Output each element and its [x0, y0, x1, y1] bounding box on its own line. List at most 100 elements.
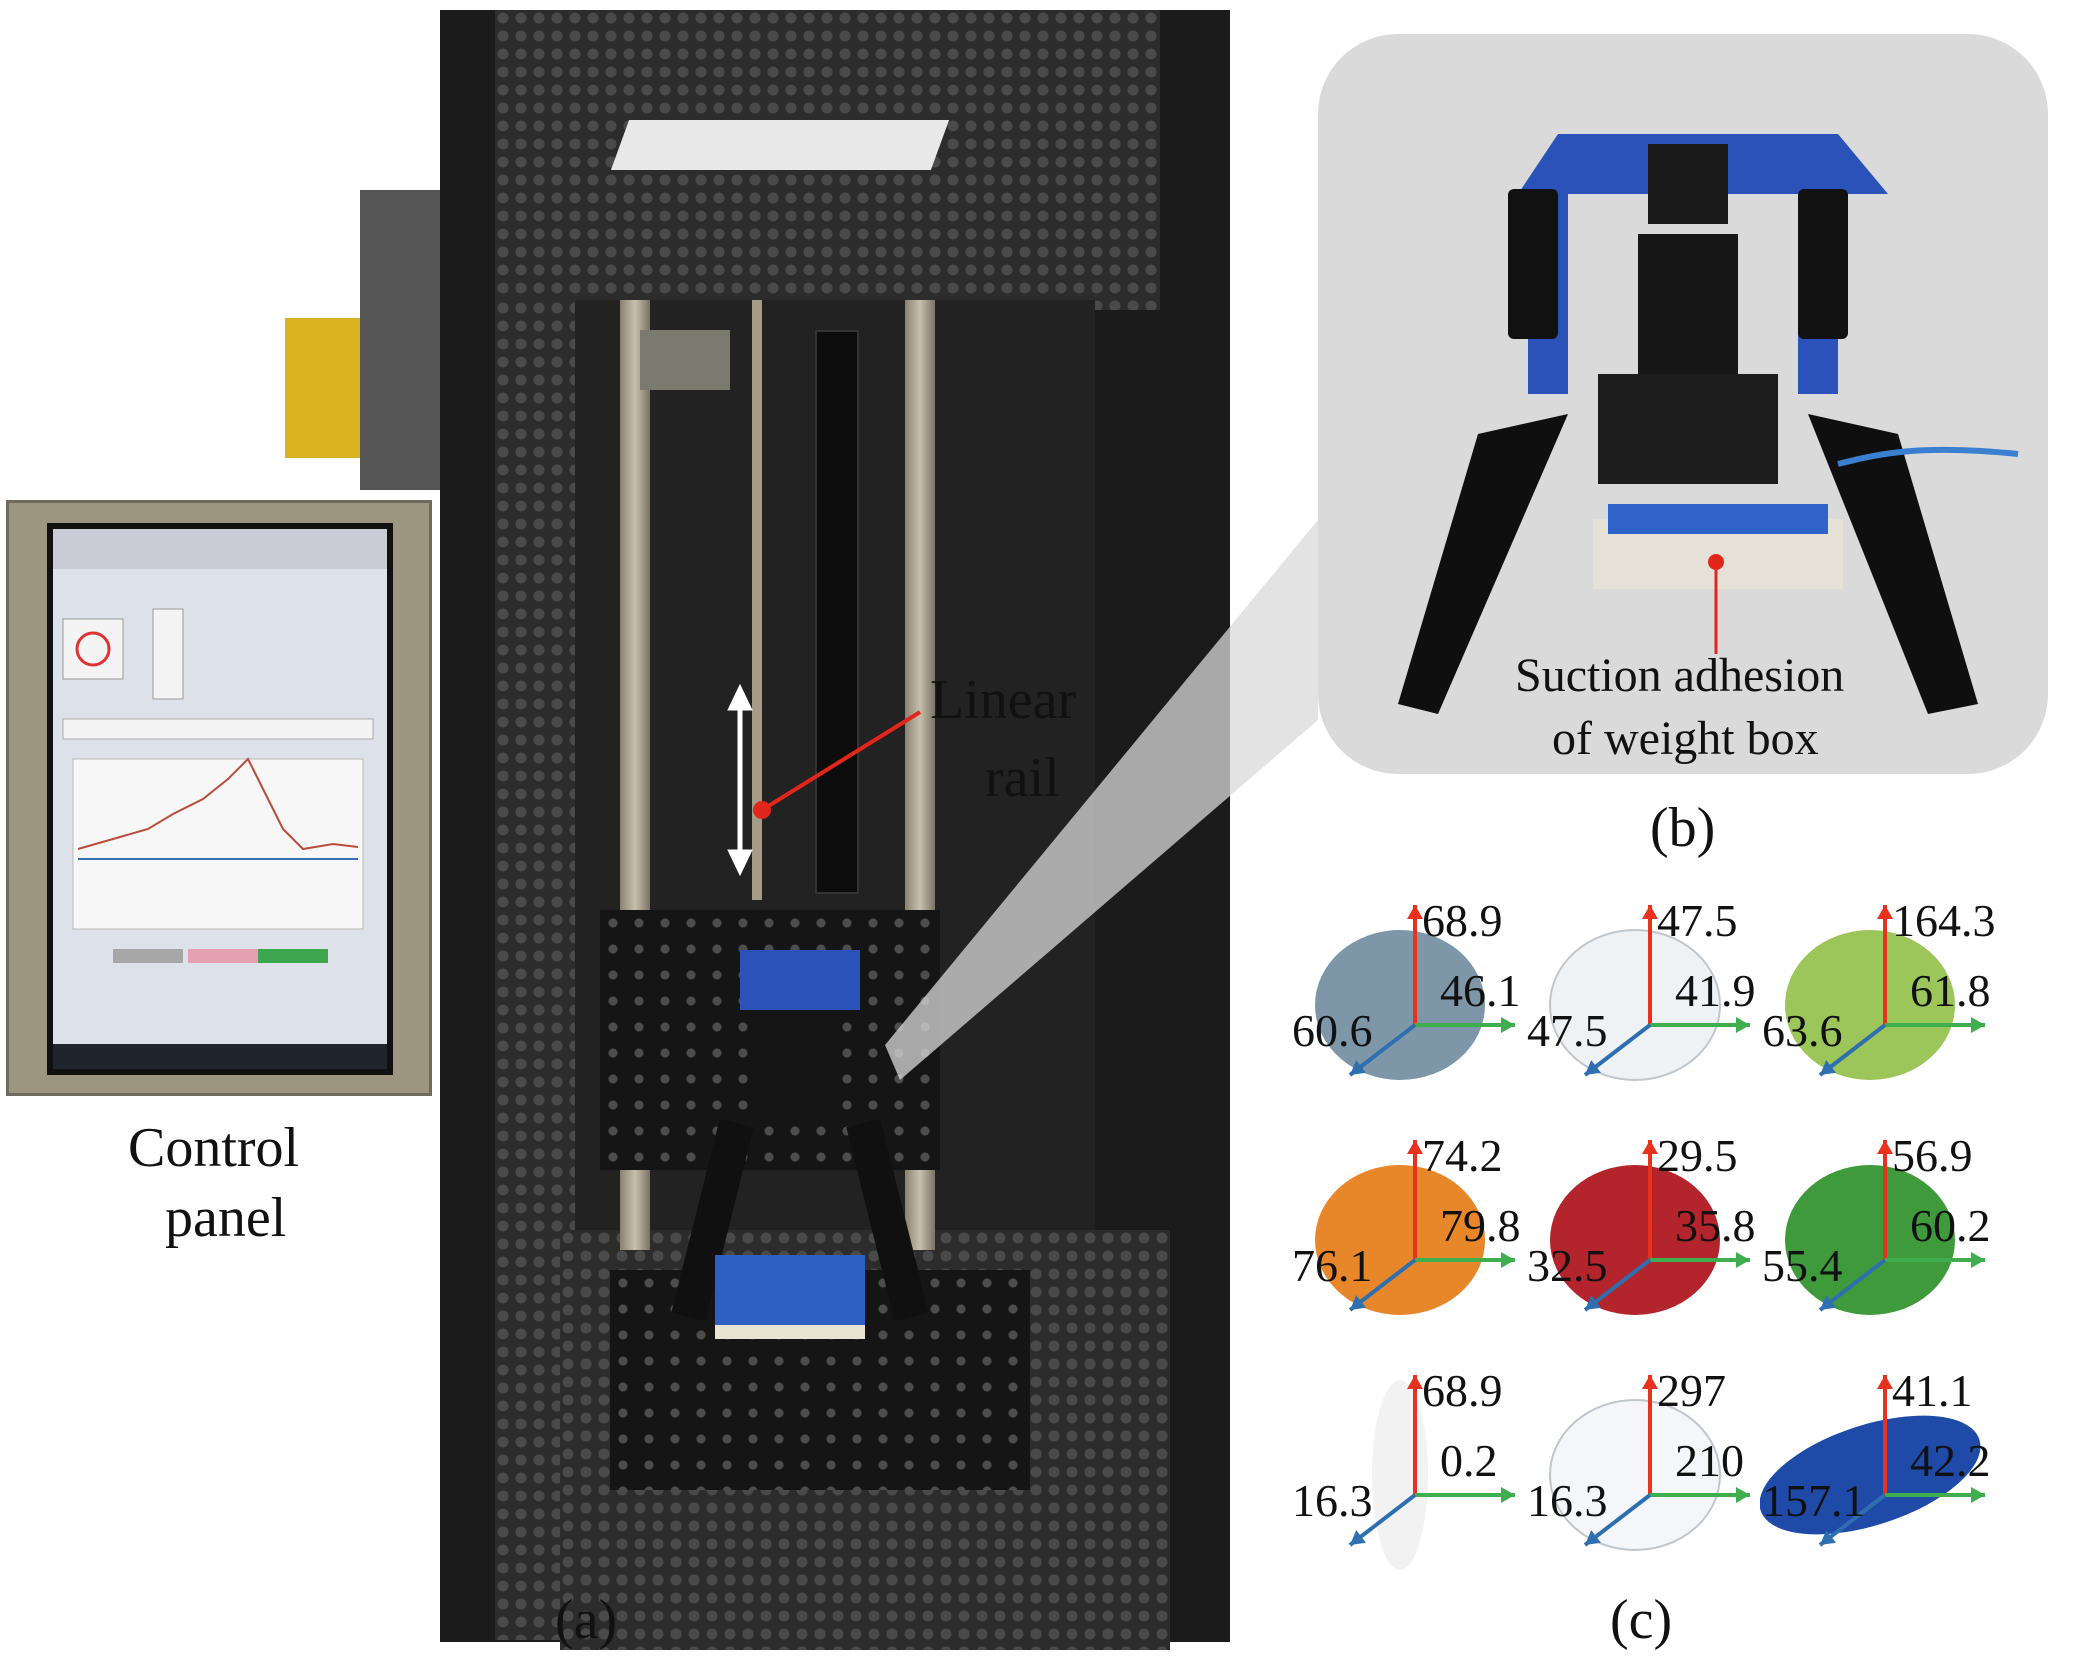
flower-figure [1549, 905, 1750, 1081]
gripper-closeup [1398, 134, 2019, 714]
screen-chart-graphic [53, 529, 387, 1069]
rock-right-value: 46.1 [1440, 965, 1521, 1016]
lime-object [1785, 1165, 1955, 1315]
suction-pointer-dot [1708, 554, 1724, 570]
vertical-motion-arrow [727, 683, 753, 877]
control-panel-tablet [6, 500, 432, 1096]
tablet-screen [47, 523, 393, 1075]
control-panel-label-line1: Control [128, 1117, 300, 1179]
grapes-depth-arrowhead [1820, 1060, 1836, 1075]
rock-depth-value: 60.6 [1292, 1005, 1373, 1056]
lead-screw [752, 300, 762, 900]
object-cell-grapes: 164.3 61.8 63.6 [1760, 880, 2000, 1110]
object-cell-flower: 47.5 41.9 47.5 [1525, 880, 1765, 1110]
orange-right-value: 79.8 [1440, 1200, 1521, 1251]
linear-rail-pointer-line [760, 710, 922, 812]
cable-chain [815, 330, 859, 894]
linear-rail-pointer-dot [753, 801, 771, 819]
orange-up-arrowhead [1407, 1140, 1423, 1154]
orange-figure [1315, 1140, 1515, 1315]
weight-box [715, 1255, 865, 1339]
left-wall-foam [495, 300, 575, 1640]
motor [640, 330, 730, 390]
electronics-module [360, 190, 440, 490]
rock-object [1315, 930, 1485, 1080]
flower-right-arrowhead [1736, 1017, 1750, 1033]
paper-figure [1549, 1375, 1750, 1551]
lime-figure [1785, 1140, 1985, 1315]
grapes-up-arrowhead [1877, 905, 1893, 919]
panel-b-caption: (b) [1650, 797, 1716, 859]
paper-right-value: 210 [1675, 1435, 1744, 1486]
strawberry-depth-value: 32.5 [1527, 1240, 1608, 1291]
linear-rail-label-line2: rail [985, 747, 1060, 809]
flower-up-arrowhead [1642, 905, 1658, 919]
paper-depth-arrowhead [1585, 1530, 1601, 1545]
grapes-figure [1785, 905, 1985, 1080]
orange-depth-value: 76.1 [1292, 1240, 1373, 1291]
glue-stick-depth-arrowhead [1350, 1530, 1366, 1545]
object-cell-rock: 68.9 46.1 60.6 [1290, 880, 1530, 1110]
strawberry-up-arrowhead [1642, 1140, 1658, 1154]
lime-right-value: 60.2 [1910, 1200, 1991, 1251]
paper-up-arrowhead [1642, 1375, 1658, 1389]
object-cell-blue-box: 41.1 42.2 157.1 [1759, 1350, 2000, 1580]
flower-object [1549, 929, 1721, 1081]
lime-right-arrowhead [1971, 1252, 1985, 1268]
zoom-cone [885, 520, 1318, 1080]
linear-rail-label-line1: Linear [930, 669, 1077, 731]
flower-right-value: 41.9 [1675, 965, 1756, 1016]
paper-object [1549, 1399, 1721, 1551]
object-cell-paper: 297 210 16.3 [1525, 1350, 1765, 1580]
orange-object [1315, 1165, 1485, 1315]
grapes-object [1785, 930, 1955, 1080]
suction-label-line2: of weight box [1552, 712, 1819, 765]
gripper-body [760, 1010, 840, 1120]
grapes-right-value: 61.8 [1910, 965, 1991, 1016]
flower-depth-value: 47.5 [1527, 1005, 1608, 1056]
blue-box-up-value: 41.1 [1892, 1365, 1973, 1416]
rock-right-arrowhead [1501, 1017, 1515, 1033]
lime-up-arrowhead [1877, 1140, 1893, 1154]
strawberry-object [1550, 1165, 1720, 1315]
blue-box-figure [1759, 1375, 1985, 1547]
glue-stick-object [1372, 1380, 1428, 1570]
rock-up-arrowhead [1407, 905, 1423, 919]
flower-up-value: 47.5 [1657, 895, 1738, 946]
control-panel-label-line2: panel [165, 1187, 287, 1249]
object-cell-glue-stick: 68.9 0.2 16.3 [1290, 1350, 1530, 1580]
lime-depth-arrowhead [1820, 1295, 1836, 1310]
panel-c-caption: (c) [1610, 1589, 1673, 1651]
suction-label-line1: Suction adhesion [1515, 649, 1845, 702]
rock-figure [1315, 905, 1515, 1080]
rock-up-value: 68.9 [1422, 895, 1503, 946]
strawberry-figure [1550, 1140, 1750, 1315]
orange-right-arrowhead [1501, 1252, 1515, 1268]
glue-stick-up-value: 68.9 [1422, 1365, 1503, 1416]
flower-depth-arrowhead [1585, 1060, 1601, 1075]
blue-box-right-arrowhead [1971, 1487, 1985, 1503]
paper-depth-value: 16.3 [1527, 1475, 1608, 1526]
blue-box-depth-value: 157.1 [1762, 1475, 1866, 1526]
gripper-frame [740, 950, 860, 1010]
panel-a-caption: (a) [555, 1589, 618, 1651]
strawberry-up-value: 29.5 [1657, 1130, 1738, 1181]
glue-stick-figure [1348, 1375, 1515, 1570]
paper-up-value: 297 [1657, 1365, 1726, 1416]
glue-stick-right-arrowhead [1501, 1487, 1515, 1503]
strawberry-depth-arrowhead [1585, 1295, 1601, 1310]
grapes-up-value: 164.3 [1892, 895, 1996, 946]
orange-up-value: 74.2 [1422, 1130, 1503, 1181]
strawberry-right-arrowhead [1736, 1252, 1750, 1268]
glue-stick-depth-value: 16.3 [1292, 1475, 1373, 1526]
blue-box-depth-arrowhead [1820, 1530, 1836, 1545]
paper-right-arrowhead [1736, 1487, 1750, 1503]
grapes-depth-value: 63.6 [1762, 1005, 1843, 1056]
blue-box-right-value: 42.2 [1910, 1435, 1991, 1486]
blue-box-up-arrowhead [1877, 1375, 1893, 1389]
glue-stick-right-value: 0.2 [1440, 1435, 1498, 1486]
glue-stick-up-arrowhead [1407, 1375, 1423, 1389]
object-cell-orange: 74.2 79.8 76.1 [1290, 1115, 1530, 1345]
